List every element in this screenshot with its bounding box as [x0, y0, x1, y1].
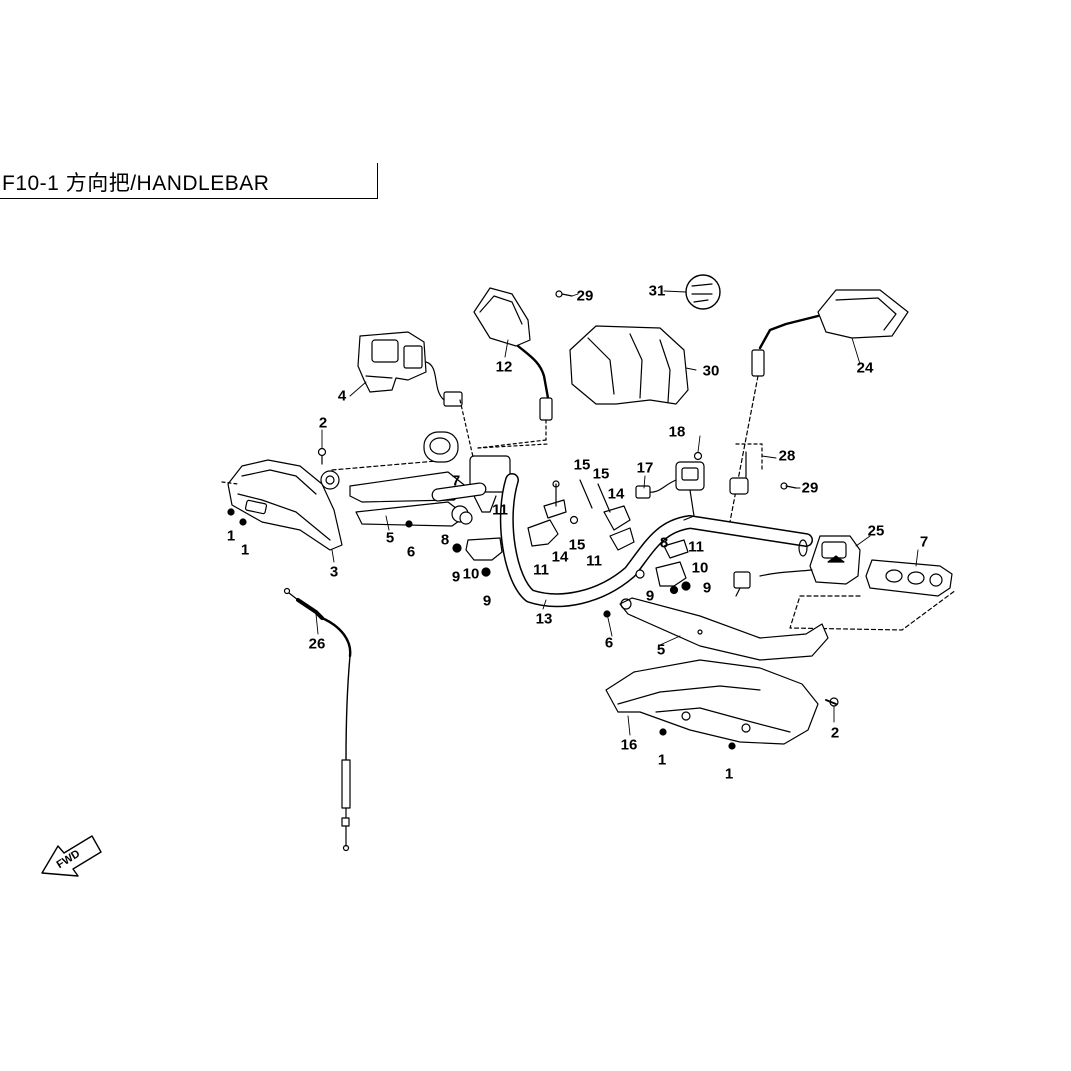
callout-5-right: 5: [656, 641, 666, 659]
callout-9-left-a: 9: [451, 568, 461, 586]
callout-14-left: 14: [551, 548, 569, 566]
callout-15-b: 15: [592, 465, 610, 483]
leader-lines: [315, 290, 919, 736]
callout-11-left: 11: [492, 501, 508, 519]
callout-7-left: 7: [451, 472, 461, 490]
throttle-housing: [357, 331, 477, 471]
callout-12: 12: [495, 358, 513, 376]
aux-switch: [635, 451, 705, 521]
screw-29-top: [555, 290, 573, 298]
callout-13: 13: [535, 610, 553, 628]
callout-18: 18: [668, 423, 686, 441]
handlebar-cover: [569, 325, 689, 405]
emblem-badge: [685, 274, 721, 310]
callout-8-right: 8: [659, 534, 669, 552]
callout-29-right: 29: [801, 479, 819, 497]
callout-11-right: 11: [688, 538, 704, 556]
callout-15-a: 15: [573, 456, 591, 474]
fwd-arrow: FWD: [41, 835, 102, 877]
callout-11-center-a: 11: [533, 561, 549, 579]
handlebar-tube: [499, 473, 813, 608]
callout-25: 25: [867, 522, 885, 540]
callout-6-left: 6: [406, 543, 416, 561]
callout-6-right: 6: [604, 634, 614, 652]
mirror-mount: [729, 443, 797, 495]
callout-28: 28: [778, 447, 796, 465]
callout-16: 16: [620, 736, 638, 754]
callout-17: 17: [636, 459, 654, 477]
callout-2-right: 2: [830, 724, 840, 742]
callout-1-left-b: 1: [240, 541, 250, 559]
callout-2-left: 2: [318, 414, 328, 432]
callout-10-right: 10: [691, 559, 709, 577]
right-grip: [789, 559, 957, 631]
callout-26: 26: [308, 635, 326, 653]
nuts-and-washers: [452, 511, 691, 595]
right-switch-housing: [733, 535, 861, 597]
callout-30: 30: [702, 362, 720, 380]
right-mirror: [727, 289, 909, 533]
page-title: F10-1 方向把/HANDLEBAR: [2, 172, 270, 195]
callout-5-left: 5: [385, 529, 395, 547]
callout-7-right: 7: [919, 533, 929, 551]
callout-29-top: 29: [576, 287, 594, 305]
callout-9-right-b: 9: [702, 579, 712, 597]
title-box: F10-1 方向把/HANDLEBAR: [0, 163, 378, 199]
callout-10-left: 10: [462, 565, 480, 583]
callout-3: 3: [329, 563, 339, 581]
callout-4: 4: [337, 387, 347, 405]
left-mirror: [473, 287, 553, 449]
callout-1-right-b: 1: [724, 765, 734, 783]
small-screws: [227, 447, 736, 750]
throttle-cable: [283, 587, 352, 852]
callout-9-right-a: 9: [645, 587, 655, 605]
callout-31: 31: [648, 282, 666, 300]
callout-15-c: 15: [568, 536, 586, 554]
callout-24: 24: [856, 359, 874, 377]
callout-9-left-b: 9: [482, 592, 492, 610]
callout-11-center-b: 11: [586, 552, 602, 570]
bolts: [552, 479, 611, 525]
callout-14-right: 14: [607, 485, 625, 503]
callout-1-right-a: 1: [657, 751, 667, 769]
callout-1-left-a: 1: [226, 527, 236, 545]
master-cylinder: [423, 431, 549, 513]
right-brace-bar: [619, 597, 829, 661]
left-hand-guard: [221, 459, 343, 551]
callout-8-left: 8: [440, 531, 450, 549]
right-hand-guard: [605, 659, 839, 745]
